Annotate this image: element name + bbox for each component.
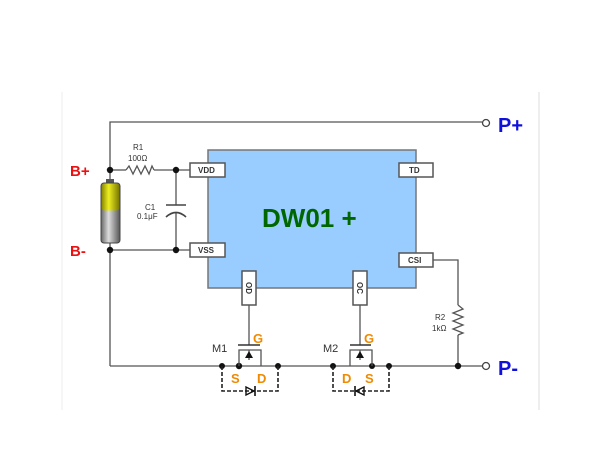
pin-vss [189, 242, 226, 258]
p-minus-terminal[interactable] [481, 361, 491, 371]
battery-icon [100, 179, 121, 244]
c1-label: C1 [145, 203, 156, 212]
pin-vdd-label: VDD [198, 166, 215, 175]
p-minus-label: P- [498, 358, 518, 380]
capacitor-c1 [165, 204, 187, 218]
r2-value: 1kΩ [432, 324, 446, 333]
pin-od-label: OD [244, 282, 253, 294]
r1-label: R1 [133, 143, 144, 152]
pin-csi [398, 252, 434, 268]
p-plus-terminal[interactable] [481, 118, 491, 128]
m2-label: M2 [323, 343, 338, 355]
resistor-r1 [125, 164, 155, 176]
resistor-r2 [451, 304, 465, 336]
wires [109, 121, 482, 367]
m2-source-label: S [365, 371, 374, 386]
m1-drain-label: D [257, 371, 266, 386]
m1-source-label: S [231, 371, 240, 386]
m1-label: M1 [212, 343, 227, 355]
b-plus-label: B+ [70, 163, 90, 180]
pin-vss-label: VSS [198, 246, 215, 255]
dw01-ic [207, 149, 417, 289]
b-minus-label: B- [70, 243, 86, 260]
mosfet-m2 [332, 344, 390, 397]
p-plus-label: P+ [498, 115, 523, 137]
r2-label: R2 [435, 313, 446, 322]
m2-drain-label: D [342, 371, 351, 386]
c1-value: 0.1μF [137, 212, 158, 221]
pin-td-label: TD [409, 166, 420, 175]
pin-td [398, 162, 434, 178]
mosfet-m1 [221, 344, 279, 397]
m1-gate-label: G [253, 331, 263, 346]
pin-oc-label: OC [355, 282, 364, 294]
junction-dots [106, 166, 462, 370]
r1-value: 100Ω [128, 154, 147, 163]
ic-name: DW01 + [262, 203, 357, 233]
pin-oc [352, 270, 368, 306]
pin-vdd [189, 162, 226, 178]
pin-csi-label: CSI [408, 256, 421, 265]
m2-gate-label: G [364, 331, 374, 346]
pin-od [241, 270, 257, 306]
